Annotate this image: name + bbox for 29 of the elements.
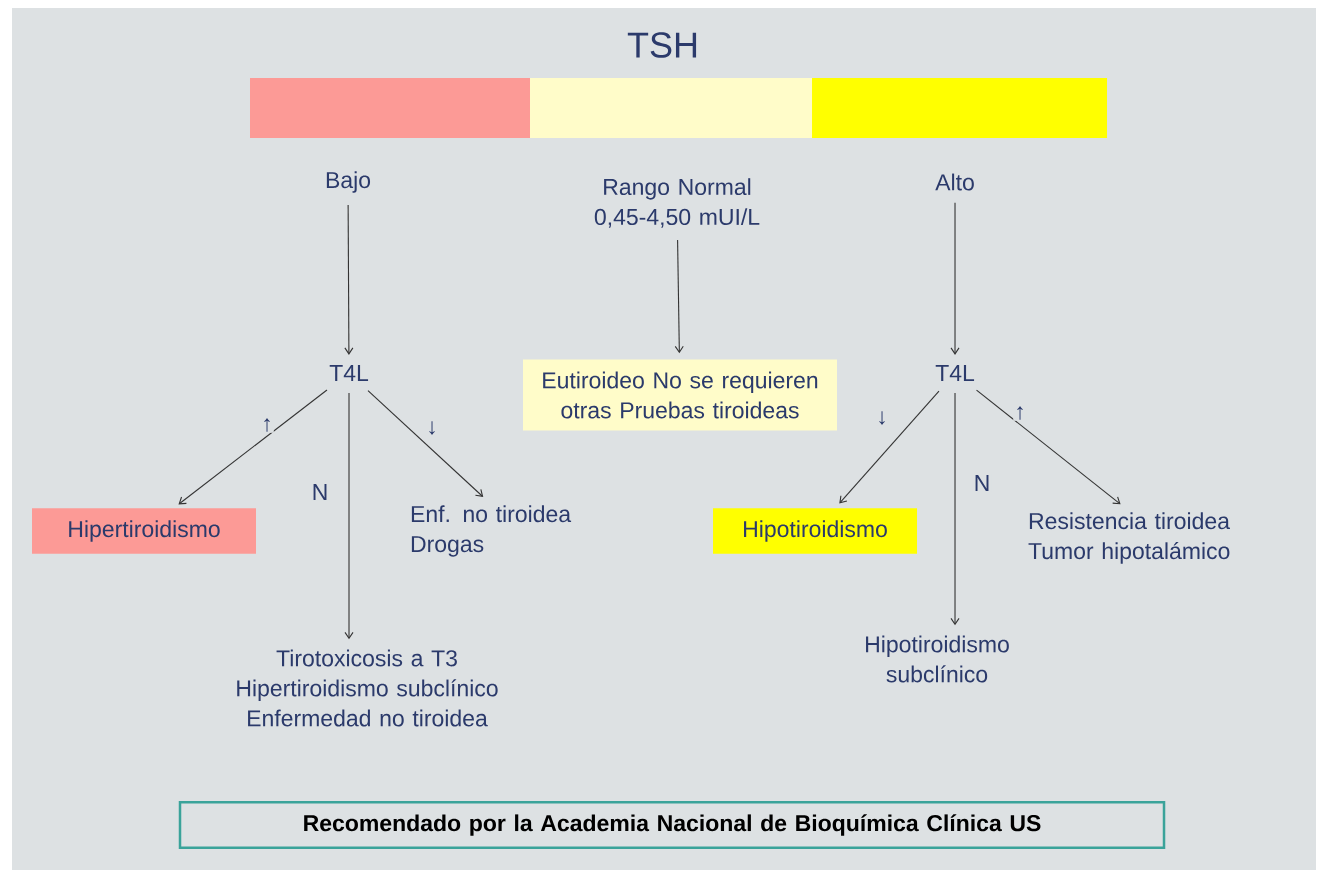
edge-label: ↓: [429, 421, 435, 435]
arrow: [839, 390, 940, 504]
arrow: [950, 202, 960, 355]
arrow: [950, 392, 960, 626]
arrow: [178, 389, 328, 505]
arrow: [344, 204, 354, 355]
edge-label: ↓: [879, 411, 885, 425]
result-box: Eutiroideo No se requieren otras Pruebas tiroideas: [523, 359, 837, 431]
arrow: [344, 392, 354, 640]
diagnosis-text: Tirotoxicosis a T3 Hipertiroidismo subclínico Enfermedad no tiroidea: [237, 649, 498, 727]
level-label: Rango Normal 0,45-4,50 mUI/L: [594, 178, 760, 228]
diagnosis-text: Enf. no tiroidea Drogas: [411, 505, 572, 557]
edge-label: N: [313, 484, 327, 500]
edge-label: N: [975, 475, 989, 491]
diagnosis-box: Hipotiroidismo: [713, 508, 917, 554]
note-box: Recomendado por la Academia Nacional de Bioquímica Clínica US: [178, 800, 1166, 850]
arrow: [674, 239, 684, 354]
diagnosis-text: Resistencia tiroidea Tumor hipotalámico: [1028, 512, 1230, 564]
edge-label: ↑: [264, 418, 270, 432]
diagnosis-text: Hipotiroidismo subclínico: [866, 635, 1009, 683]
hormone-label: T4L: [329, 365, 369, 381]
arrow: [976, 389, 1121, 505]
edge-label: ↑: [1017, 406, 1023, 420]
level-label: Alto: [935, 173, 974, 191]
level-label: Bajo: [326, 171, 371, 193]
diagnosis-box: Hipertiroidismo: [32, 508, 256, 554]
title: TSH: [627, 32, 697, 58]
hormone-label: T4L: [935, 365, 975, 381]
arrow: [367, 390, 484, 497]
